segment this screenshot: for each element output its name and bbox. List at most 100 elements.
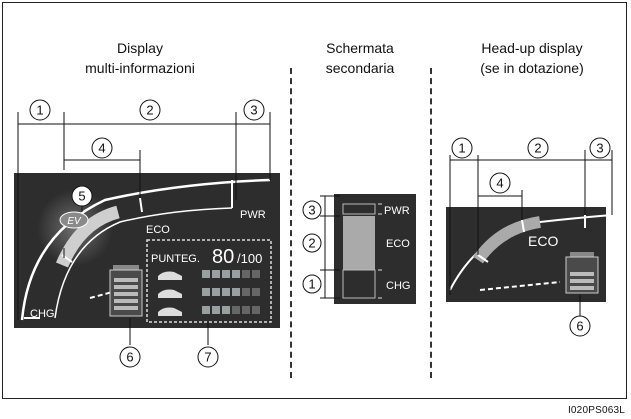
eco-score-panel: PUNTEG. 80 /100 bbox=[146, 239, 272, 323]
callout-2 bbox=[139, 99, 161, 121]
battery-segment bbox=[114, 306, 138, 310]
callout-6-number: 6 bbox=[126, 350, 133, 365]
divider-left bbox=[290, 68, 292, 378]
battery-level-indicator bbox=[109, 265, 143, 317]
hud-callout-4 bbox=[489, 172, 511, 194]
callouts bbox=[29, 99, 611, 368]
secondary-callout-2-number: 2 bbox=[308, 236, 315, 251]
secondary-chg-label: CHG bbox=[386, 280, 410, 292]
gauge-outer-arc bbox=[20, 178, 271, 321]
secondary-pwr-label: PWR bbox=[384, 205, 410, 217]
ev-label: EV bbox=[67, 216, 82, 227]
battery-segment bbox=[114, 278, 138, 282]
score-cell bbox=[252, 306, 260, 314]
score-label: PUNTEG. bbox=[151, 253, 200, 265]
score-cell bbox=[232, 270, 240, 278]
callout-7-number: 7 bbox=[204, 350, 211, 365]
hud-callout-3 bbox=[589, 137, 611, 159]
secondary-callout-1 bbox=[302, 274, 322, 294]
callout-4-number: 4 bbox=[98, 141, 105, 156]
callout-5 bbox=[71, 185, 93, 207]
score-cell bbox=[242, 270, 250, 278]
score-cell bbox=[232, 306, 240, 314]
hud-callout-4-number: 4 bbox=[496, 176, 503, 191]
callout-6 bbox=[119, 346, 141, 368]
chg-segment bbox=[342, 269, 376, 299]
hud-fill-bar bbox=[473, 216, 542, 264]
gauge-inner-arc bbox=[54, 207, 233, 319]
hud-callout-6-number: 6 bbox=[576, 319, 583, 334]
car-icon bbox=[158, 289, 182, 298]
eco-score-box bbox=[146, 239, 272, 323]
heading-line-2: secondaria bbox=[325, 60, 395, 76]
score-cell bbox=[222, 306, 230, 314]
score-cell bbox=[242, 306, 250, 314]
score-cell bbox=[222, 288, 230, 296]
dimension-lines-left bbox=[17, 112, 271, 345]
score-cell bbox=[202, 270, 210, 278]
hud-callout-1-number: 1 bbox=[458, 141, 465, 156]
heading-multi-info-display: Display multi-informazioni bbox=[50, 38, 230, 78]
secondary-screen-gauge bbox=[342, 203, 382, 299]
hud-callout-3-number: 3 bbox=[596, 141, 603, 156]
score-cell bbox=[252, 270, 260, 278]
eco-range-end-tick bbox=[139, 197, 143, 213]
score-cell bbox=[222, 270, 230, 278]
hud-eco-label: ECO bbox=[528, 233, 558, 249]
score-row-stop bbox=[158, 306, 260, 316]
hud-gauge bbox=[449, 214, 613, 291]
score-cell bbox=[232, 288, 240, 296]
secondary-eco-label: ECO bbox=[386, 238, 410, 250]
car-icon bbox=[158, 307, 182, 316]
pwr-segment bbox=[342, 203, 376, 215]
ev-indicator: EV bbox=[59, 211, 89, 229]
callout-4 bbox=[91, 137, 113, 159]
battery-segment bbox=[114, 292, 138, 296]
eco-label: ECO bbox=[146, 224, 170, 236]
score-cell bbox=[202, 288, 210, 296]
figure-frame bbox=[2, 2, 627, 399]
hud-callout-1 bbox=[451, 137, 473, 159]
ev-badge bbox=[59, 211, 89, 229]
score-row-start bbox=[158, 270, 260, 280]
score-cell bbox=[212, 270, 220, 278]
dimension-lines-right bbox=[449, 150, 613, 318]
score-cell bbox=[212, 306, 220, 314]
secondary-callout-2 bbox=[302, 233, 322, 253]
heading-secondary-screen: Schermata secondaria bbox=[300, 38, 420, 78]
dimension-lines-middle bbox=[320, 195, 340, 299]
callout-1 bbox=[29, 99, 51, 121]
score-value: 80 bbox=[212, 246, 234, 268]
battery-segment bbox=[114, 299, 138, 303]
secondary-callout-1-number: 1 bbox=[308, 277, 315, 292]
callout-3 bbox=[243, 99, 265, 121]
secondary-callout-3 bbox=[302, 200, 322, 220]
heading-line-2: (se in dotazione) bbox=[480, 60, 584, 76]
score-cell bbox=[242, 288, 250, 296]
score-row-cruise bbox=[158, 288, 260, 298]
callout-2-number: 2 bbox=[146, 103, 153, 118]
heading-line-2: multi-informazioni bbox=[85, 60, 195, 76]
heading-line-1: Schermata bbox=[326, 40, 394, 56]
callout-3-number: 3 bbox=[250, 103, 257, 118]
hud-battery-indicator bbox=[565, 252, 599, 294]
car-icon bbox=[158, 271, 182, 280]
secondary-callout-3-number: 3 bbox=[308, 203, 315, 218]
hud-callout-2 bbox=[527, 137, 549, 159]
heading-line-1: Head-up display bbox=[481, 40, 583, 56]
score-cell bbox=[202, 306, 210, 314]
chg-label: CHG bbox=[30, 308, 54, 320]
battery-segment bbox=[114, 285, 138, 289]
battery-terminal bbox=[113, 265, 139, 270]
hud-callout-2-number: 2 bbox=[534, 141, 541, 156]
divider-right bbox=[430, 68, 432, 378]
callout-5-number: 5 bbox=[78, 189, 85, 204]
callout-7 bbox=[197, 346, 219, 368]
heading-head-up-display: Head-up display (se in dotazione) bbox=[452, 38, 612, 78]
pwr-label: PWR bbox=[240, 209, 266, 221]
score-max: /100 bbox=[237, 251, 262, 266]
callout-1-number: 1 bbox=[36, 103, 43, 118]
heading-line-1: Display bbox=[117, 40, 163, 56]
score-cell bbox=[252, 288, 260, 296]
